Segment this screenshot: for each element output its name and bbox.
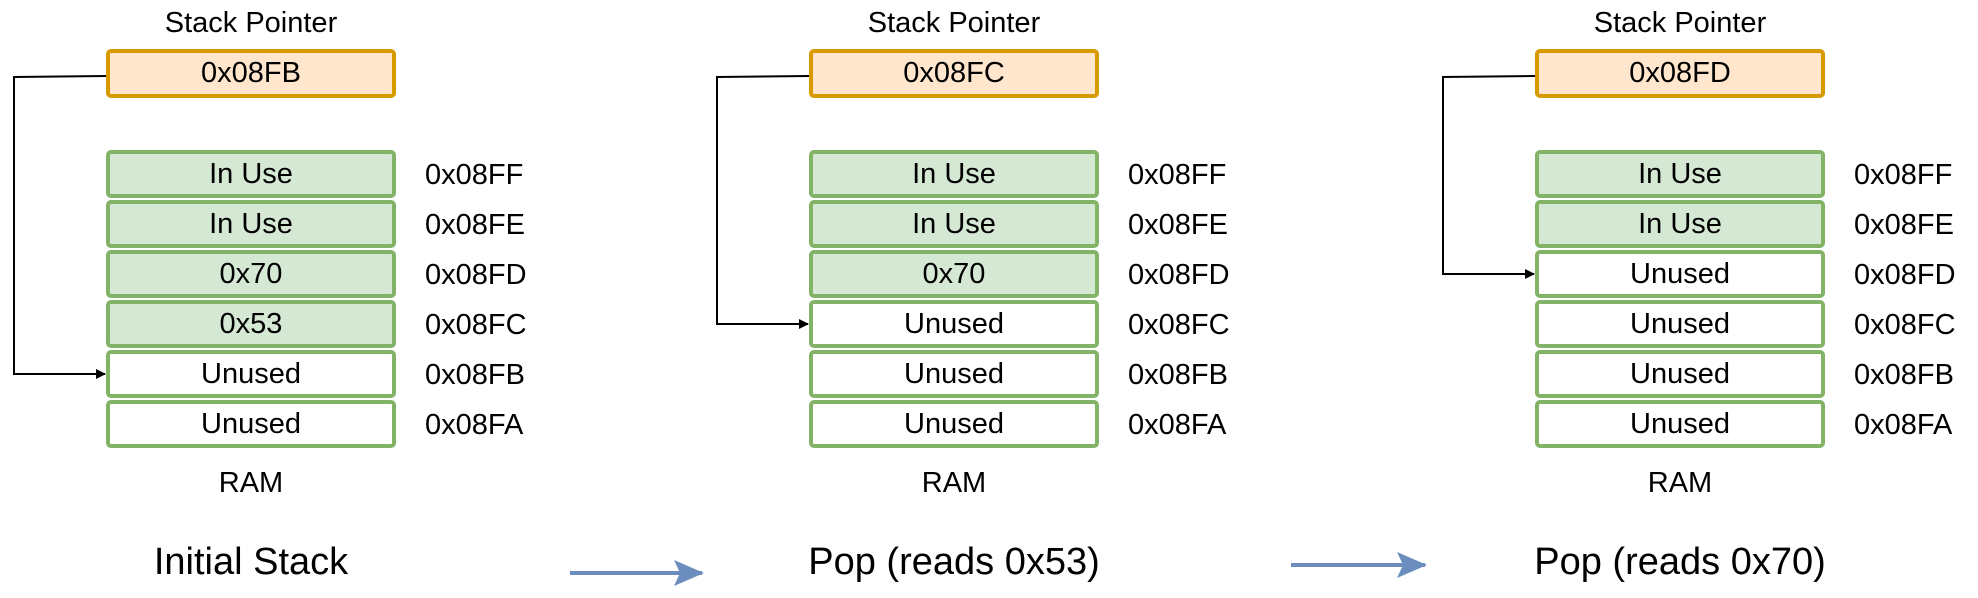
- memory-address: 0x08FD: [1128, 258, 1230, 291]
- memory-address: 0x08FF: [1854, 158, 1953, 191]
- panel-caption: Initial Stack: [153, 541, 349, 583]
- ram-cell: In Use: [809, 200, 1099, 248]
- ram-cell: 0x53: [106, 300, 396, 348]
- stack-pointer-register: 0x08FC: [809, 49, 1099, 98]
- ram-cell: In Use: [809, 150, 1099, 198]
- memory-address: 0x08FD: [425, 258, 527, 291]
- panel-caption: Pop (reads 0x70): [1534, 541, 1826, 583]
- ram-cell: In Use: [1535, 200, 1825, 248]
- ram-column: In Use In Use 0x70 0x53 Unused Unused: [106, 150, 396, 450]
- memory-address: 0x08FB: [1854, 358, 1954, 391]
- stack-pointer-title: Stack Pointer: [164, 7, 338, 39]
- ram-cell: Unused: [1535, 400, 1825, 448]
- panel-initial-stack: Stack Pointer 0x08FB In Use In Use 0x70 …: [0, 0, 640, 598]
- memory-address: 0x08FA: [425, 408, 524, 441]
- address-column: 0x08FF 0x08FE 0x08FD 0x08FC 0x08FB 0x08F…: [1128, 150, 1258, 450]
- ram-cell: 0x70: [106, 250, 396, 298]
- ram-column: In Use In Use Unused Unused Unused Unuse…: [1535, 150, 1825, 450]
- memory-address: 0x08FB: [425, 358, 525, 391]
- ram-column: In Use In Use 0x70 Unused Unused Unused: [809, 150, 1099, 450]
- memory-address: 0x08FD: [1854, 258, 1956, 291]
- stack-pointer-register: 0x08FD: [1535, 49, 1825, 98]
- memory-address: 0x08FE: [1854, 208, 1954, 241]
- memory-address: 0x08FB: [1128, 358, 1228, 391]
- memory-address: 0x08FE: [425, 208, 525, 241]
- ram-label: RAM: [1647, 467, 1713, 499]
- ram-cell: Unused: [809, 350, 1099, 398]
- address-column: 0x08FF 0x08FE 0x08FD 0x08FC 0x08FB 0x08F…: [425, 150, 555, 450]
- stack-pointer-value: 0x08FD: [1629, 57, 1731, 89]
- memory-address: 0x08FC: [1854, 308, 1956, 341]
- ram-cell: Unused: [106, 350, 396, 398]
- ram-cell: Unused: [1535, 300, 1825, 348]
- ram-cell: Unused: [1535, 350, 1825, 398]
- address-column: 0x08FF 0x08FE 0x08FD 0x08FC 0x08FB 0x08F…: [1854, 150, 1978, 450]
- stack-pointer-value: 0x08FC: [903, 57, 1005, 89]
- panel-pop-1: Stack Pointer 0x08FC In Use In Use 0x70 …: [703, 0, 1343, 598]
- memory-address: 0x08FC: [1128, 308, 1230, 341]
- memory-address: 0x08FA: [1854, 408, 1953, 441]
- memory-address: 0x08FC: [425, 308, 527, 341]
- stack-pointer-register: 0x08FB: [106, 49, 396, 98]
- memory-address: 0x08FA: [1128, 408, 1227, 441]
- panel-pop-2: Stack Pointer 0x08FD In Use In Use Unuse…: [1429, 0, 1978, 598]
- ram-cell: In Use: [106, 200, 396, 248]
- panel-caption: Pop (reads 0x53): [808, 541, 1100, 583]
- ram-cell: Unused: [809, 300, 1099, 348]
- ram-cell: In Use: [106, 150, 396, 198]
- ram-cell: Unused: [1535, 250, 1825, 298]
- stack-pointer-value: 0x08FB: [201, 57, 301, 89]
- ram-cell: Unused: [106, 400, 396, 448]
- ram-cell: Unused: [809, 400, 1099, 448]
- memory-address: 0x08FF: [425, 158, 524, 191]
- ram-label: RAM: [921, 467, 987, 499]
- ram-label: RAM: [218, 467, 284, 499]
- stack-pointer-title: Stack Pointer: [1593, 7, 1767, 39]
- ram-cell: In Use: [1535, 150, 1825, 198]
- stack-pointer-title: Stack Pointer: [867, 7, 1041, 39]
- memory-address: 0x08FF: [1128, 158, 1227, 191]
- ram-cell: 0x70: [809, 250, 1099, 298]
- memory-address: 0x08FE: [1128, 208, 1228, 241]
